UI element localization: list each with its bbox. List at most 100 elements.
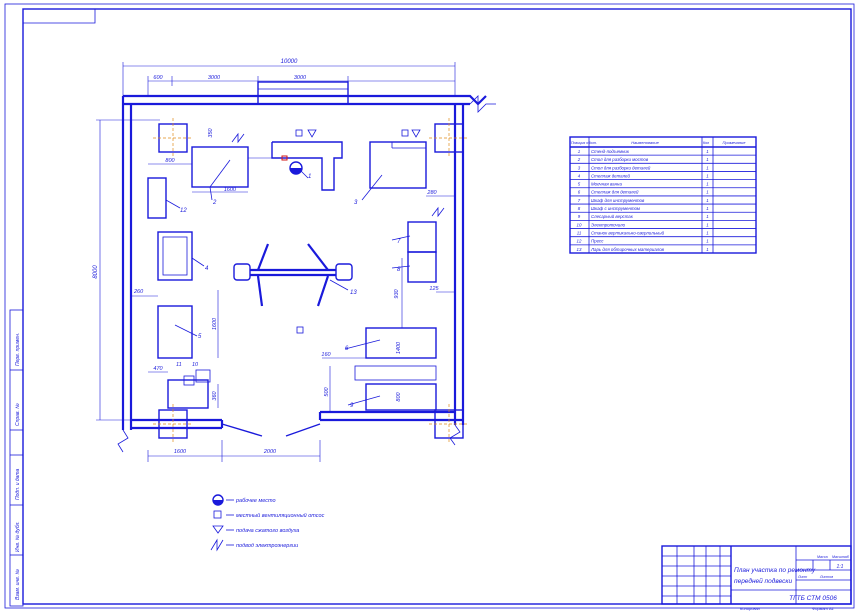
label-3: 3	[354, 200, 358, 206]
spec-cell-pos: 9	[578, 214, 581, 219]
top-left-stamp-box	[23, 9, 96, 24]
dim-1600-a: 1600	[224, 187, 237, 193]
side-stamp-5: Взам. инв. №	[15, 568, 21, 600]
dim-280: 280	[426, 190, 437, 196]
doc-code: ТГТБ СТМ 0506	[789, 595, 837, 602]
spec-cell-qty: 1	[706, 173, 709, 178]
spec-cell-pos: 13	[577, 247, 582, 252]
equipment-13-lift	[233, 243, 353, 307]
label-11: 11	[176, 362, 182, 368]
dim-500: 500	[324, 386, 330, 396]
legend-workplace: рабочее место	[235, 498, 276, 504]
spec-cell-qty: 1	[706, 198, 709, 203]
building-walls	[117, 81, 496, 453]
spec-cell-name: Ларь для обтирочных материалов	[590, 247, 665, 252]
local-exhaust-symbol-3	[296, 326, 304, 334]
spec-cell-qty: 1	[706, 247, 709, 252]
equipment-12-press	[147, 177, 181, 219]
side-stamp-1: Перв. примен.	[15, 333, 21, 366]
spec-cell-name: Шкаф для инструментов	[591, 198, 645, 203]
dim-1600-b: 1600	[212, 317, 218, 330]
dimension-lines	[96, 62, 456, 462]
label-10: 10	[192, 362, 199, 368]
column-sw	[153, 404, 193, 444]
title-line-2: передней подвески	[734, 577, 792, 585]
legend-power-supply: подвод электроэнергии	[236, 543, 298, 549]
label-1: 1	[308, 174, 311, 180]
spec-cell-qty: 1	[706, 214, 709, 219]
legend-local-exhaust: местный вентиляционный отсос	[236, 512, 325, 519]
sheets-label: Листов	[819, 575, 833, 579]
equipment-6-bench	[344, 327, 437, 359]
spec-cell-qty: 1	[706, 149, 709, 154]
spec-cell-pos: 2	[577, 157, 581, 162]
label-5: 5	[198, 334, 202, 340]
column-se	[429, 404, 469, 444]
spec-cell-pos: 1	[578, 149, 581, 154]
local-exhaust-symbol-2	[401, 129, 409, 137]
sheet-outer-border	[4, 3, 855, 609]
title-line-1: План участка по ремонту	[734, 567, 816, 574]
dim-800: 800	[165, 158, 175, 164]
local-exhaust-symbol-1	[295, 129, 303, 137]
spec-cell-qty: 1	[706, 230, 709, 235]
spec-cell-name: Стол для разборки мостов	[591, 157, 649, 162]
dim-470: 470	[153, 366, 163, 372]
spec-cell-qty: 1	[706, 239, 709, 244]
label-12: 12	[180, 208, 187, 214]
spec-header-qty: Кол	[703, 141, 709, 145]
spec-cell-name: Электроточило	[591, 222, 626, 227]
spec-cell-pos: 12	[577, 239, 582, 244]
power-supply-symbol-1	[231, 132, 245, 144]
equipment-4-bath	[157, 231, 205, 281]
dim-1400: 1400	[396, 341, 402, 354]
label-6: 6	[345, 346, 349, 352]
mass-label: Масса	[817, 555, 828, 559]
side-stamp-4: Инв. № дубл.	[15, 521, 21, 552]
equipment-5-rack	[157, 305, 198, 359]
label-13: 13	[350, 290, 357, 296]
label-9: 9	[350, 403, 354, 409]
spec-cell-name: Шкаф с инструментом	[591, 206, 640, 211]
dim-360: 360	[212, 390, 218, 400]
dim-125: 125	[429, 286, 439, 292]
side-stamp-2: Справ. №	[15, 403, 21, 426]
spec-cell-pos: 6	[578, 190, 581, 195]
equipment-1-stand	[271, 141, 343, 191]
spec-cell-pos: 7	[578, 198, 581, 203]
dim-total-height: 8000	[93, 265, 99, 279]
dim-1600-c: 1600	[174, 449, 187, 455]
legend-air-icon	[212, 525, 224, 534]
column-ne	[429, 118, 469, 158]
sheet-frame	[22, 8, 852, 605]
spec-header-name: Наименование	[631, 140, 659, 145]
legend: рабочее место местный вентиляционный отс…	[210, 494, 325, 552]
spec-cell-name: Стеллаж для деталей	[591, 190, 639, 195]
sheet-label: Лист	[797, 575, 807, 579]
dim-350: 350	[208, 127, 214, 137]
side-stamp-3: Подп. и дата	[15, 468, 21, 500]
spec-table: Позиция обозн. Наименование Кол Примечан…	[569, 136, 757, 254]
spec-cell-qty: 1	[706, 182, 709, 187]
compressed-air-symbol-1	[307, 129, 317, 138]
spec-cell-qty: 1	[706, 206, 709, 211]
compressed-air-symbol-2	[411, 129, 421, 138]
equipment-3-table	[361, 141, 427, 201]
spec-cell-name: Стол для разборки деталей	[591, 165, 651, 170]
side-stamps: Перв. примен. Справ. № Подп. и дата Инв.…	[9, 309, 24, 607]
spec-cell-name: Моечная ванна	[591, 182, 622, 187]
spec-cell-pos: 3	[578, 165, 581, 170]
spec-header-note: Примечание	[722, 140, 746, 145]
red-marker	[281, 155, 288, 161]
spec-cell-pos: 10	[577, 222, 582, 227]
dim-930: 930	[394, 288, 400, 298]
dim-160: 160	[321, 352, 331, 358]
spec-cell-name: Станок вертикально-сверлильный	[591, 230, 665, 235]
spec-header-pos: Позиция обозн.	[571, 141, 597, 145]
label-2: 2	[212, 200, 217, 206]
spec-cell-qty: 1	[706, 190, 709, 195]
format-label: Формат A1	[812, 606, 834, 611]
legend-compressed-air: подача сжатого воздуха	[236, 528, 299, 534]
